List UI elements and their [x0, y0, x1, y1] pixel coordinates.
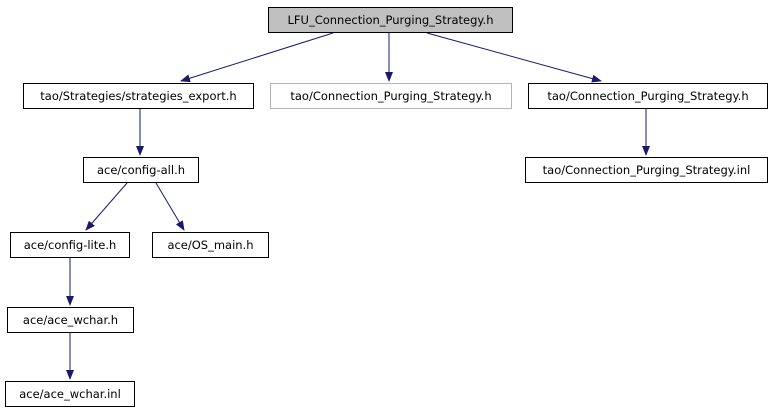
- node-ace-config-lite-h[interactable]: ace/config-lite.h: [10, 232, 130, 258]
- edge-config-all-to-os-main: [155, 182, 185, 231]
- node-lfu-connection-purging-strategy-h: LFU_Connection_Purging_Strategy.h: [268, 7, 513, 33]
- node-ace-config-all-h[interactable]: ace/config-all.h: [83, 157, 199, 183]
- edge-lfu-to-connection-purging-strategy-right: [426, 32, 602, 83]
- node-tao-strategies-strategies-export-h[interactable]: tao/Strategies/strategies_export.h: [23, 83, 254, 109]
- node-ace-ace-wchar-h[interactable]: ace/ace_wchar.h: [7, 307, 134, 333]
- node-tao-connection-purging-strategy-inl[interactable]: tao/Connection_Purging_Strategy.inl: [525, 157, 768, 183]
- edge-config-all-to-config-lite: [85, 182, 128, 231]
- node-tao-connection-purging-strategy-h-muted: tao/Connection_Purging_Strategy.h: [270, 83, 512, 109]
- node-tao-connection-purging-strategy-h[interactable]: tao/Connection_Purging_Strategy.h: [528, 83, 768, 109]
- edge-lfu-to-strategies-export: [180, 32, 334, 83]
- node-ace-ace-wchar-inl[interactable]: ace/ace_wchar.inl: [5, 381, 135, 407]
- node-ace-os-main-h[interactable]: ace/OS_main.h: [152, 232, 269, 258]
